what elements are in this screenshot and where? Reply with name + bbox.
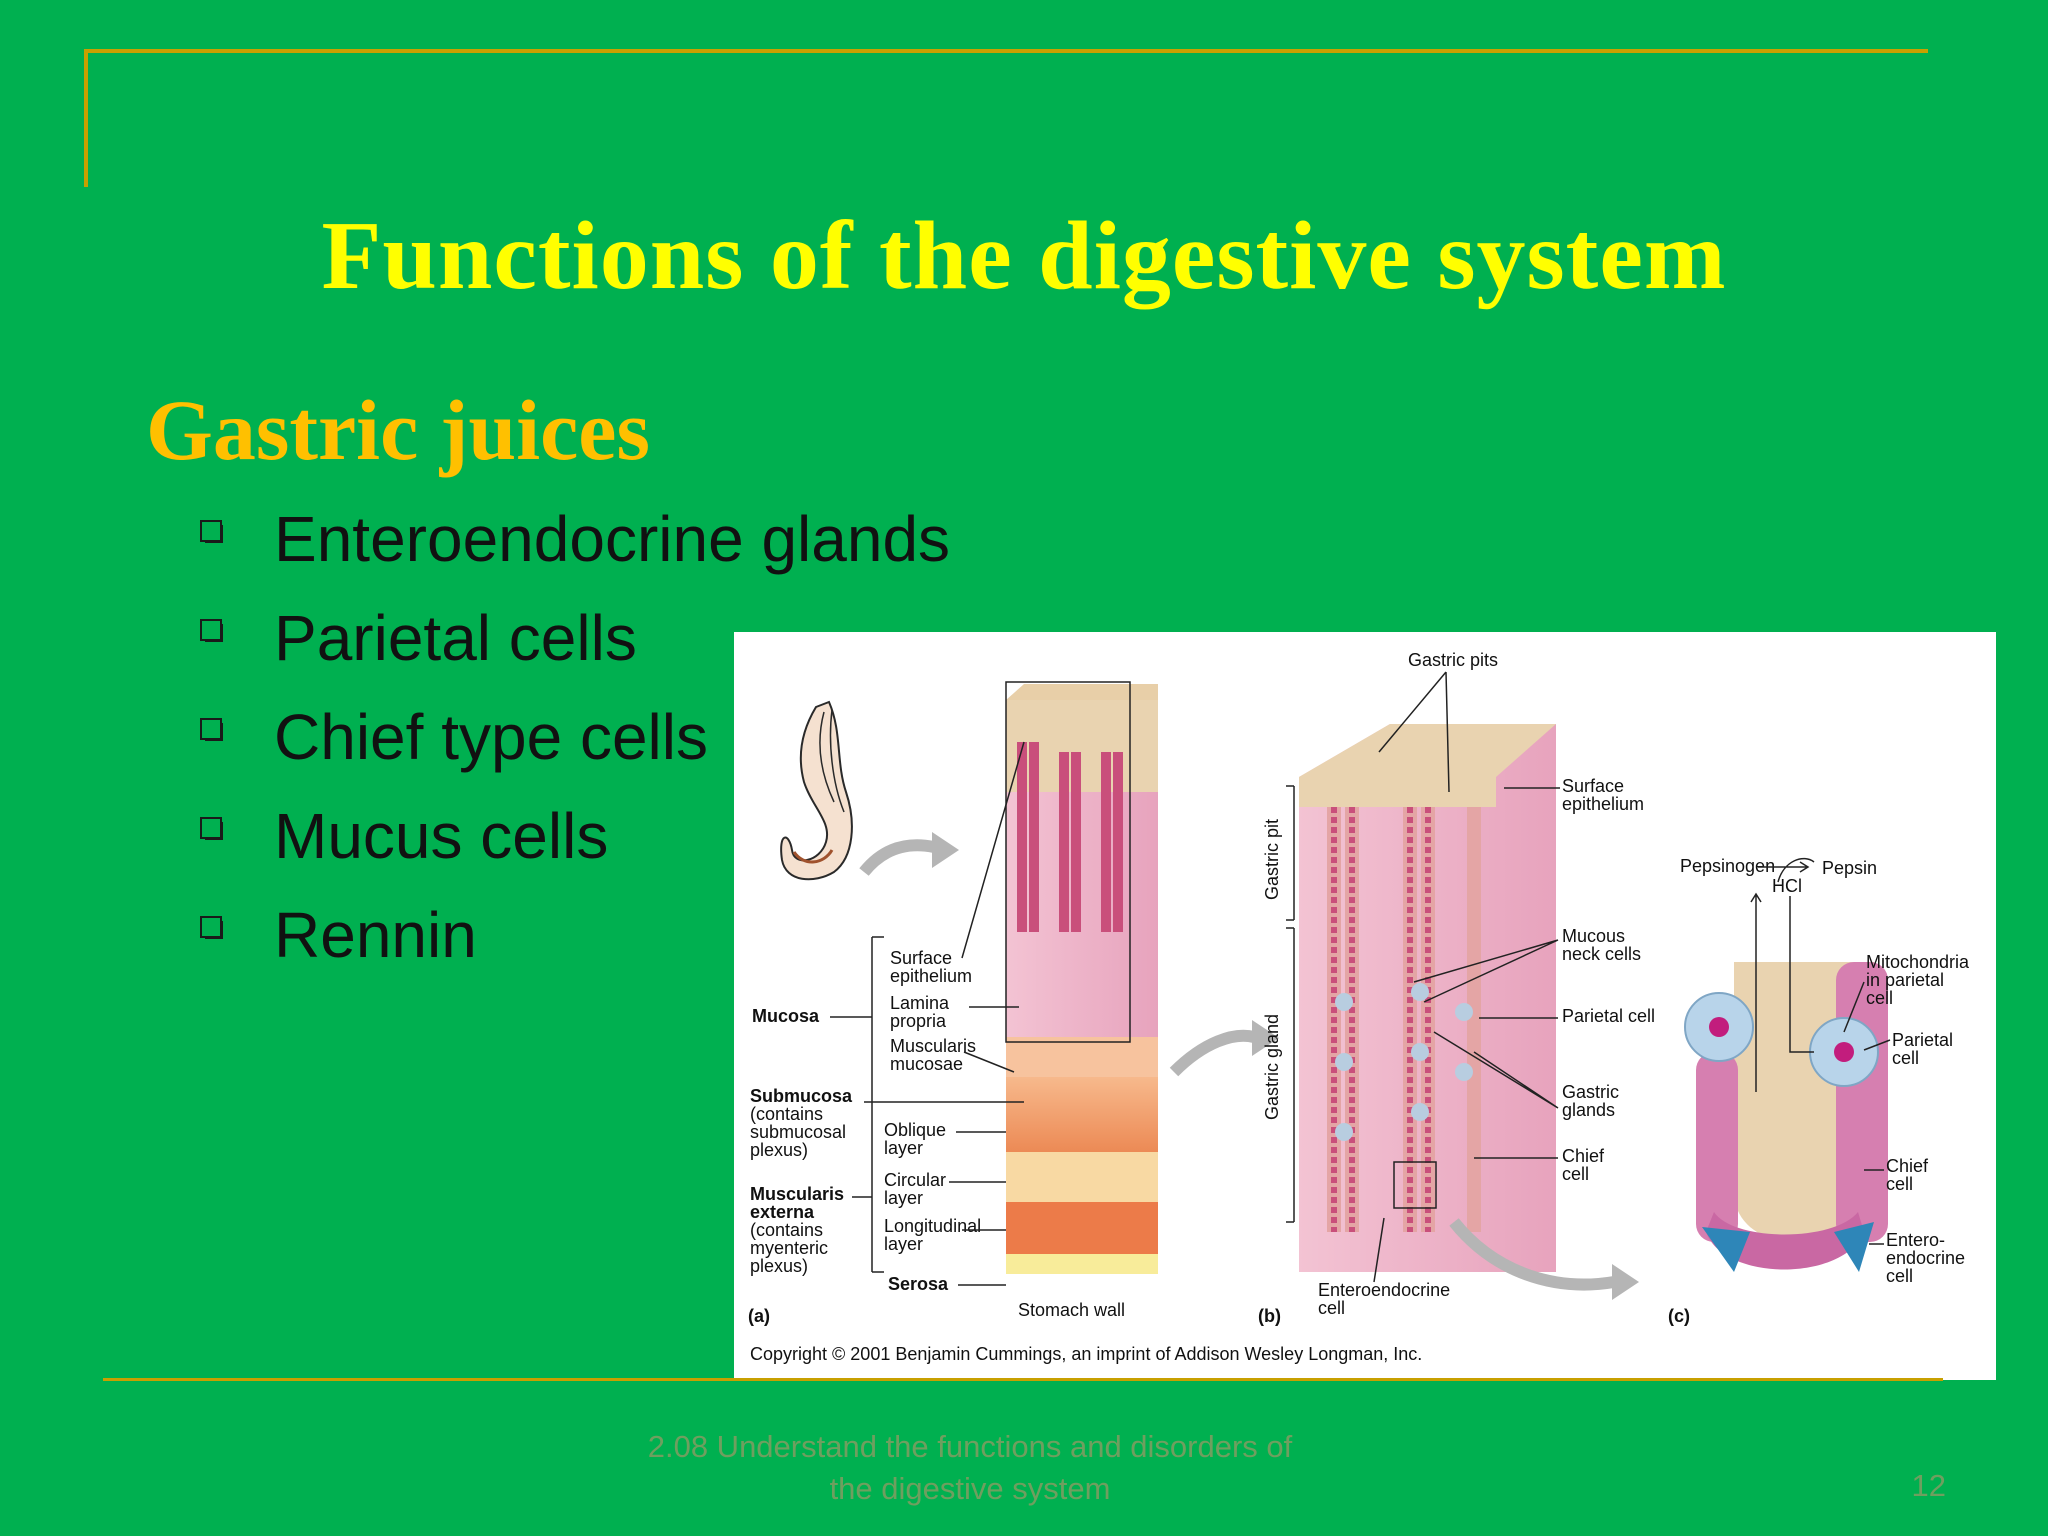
svg-text:Gastric: Gastric — [1562, 1082, 1619, 1102]
panel-a-leader-lines — [830, 741, 1025, 1286]
arrow-a-head — [932, 832, 959, 868]
svg-text:Stomach wall: Stomach wall — [1018, 1300, 1125, 1320]
svg-text:Mitochondria: Mitochondria — [1866, 952, 1970, 972]
svg-text:Gastric pits: Gastric pits — [1408, 650, 1498, 670]
svg-text:mucosae: mucosae — [890, 1054, 963, 1074]
footer-line-2: the digestive system — [829, 1471, 1111, 1506]
svg-text:Parietal: Parietal — [1892, 1030, 1953, 1050]
svg-text:Muscularis: Muscularis — [890, 1036, 976, 1056]
svg-text:Gastric gland: Gastric gland — [1262, 1014, 1282, 1120]
svg-text:endocrine: endocrine — [1886, 1248, 1965, 1268]
svg-text:submucosal: submucosal — [750, 1122, 846, 1142]
svg-text:Mucosa: Mucosa — [752, 1006, 820, 1026]
arrow-a — [859, 839, 936, 876]
svg-text:Chief: Chief — [1562, 1146, 1605, 1166]
svg-text:Mucous: Mucous — [1562, 926, 1625, 946]
svg-text:cell: cell — [1318, 1298, 1345, 1318]
svg-text:Submucosa: Submucosa — [750, 1086, 853, 1106]
panel-c-labels: Pepsinogen Pepsin HCl Mitochondria in pa… — [1668, 856, 1970, 1326]
slide-title: Functions of the digestive system — [321, 202, 1727, 310]
svg-text:(contains: (contains — [750, 1220, 823, 1240]
gland-closeup-panel-c — [1684, 962, 1888, 1272]
svg-text:cell: cell — [1886, 1266, 1913, 1286]
footer-line-1: 2.08 Understand the functions and disord… — [647, 1429, 1293, 1464]
arrow-c — [1449, 1218, 1615, 1291]
arrow-b-head — [1252, 1020, 1279, 1056]
svg-text:cell: cell — [1886, 1174, 1913, 1194]
frame-left-line — [84, 49, 88, 187]
svg-text:Oblique: Oblique — [884, 1120, 946, 1140]
svg-text:layer: layer — [884, 1138, 923, 1158]
svg-text:myenteric: myenteric — [750, 1238, 828, 1258]
svg-text:Surface: Surface — [890, 948, 952, 968]
bullet-item: Chief type cells — [200, 698, 950, 797]
svg-text:plexus): plexus) — [750, 1256, 808, 1276]
svg-text:Chief: Chief — [1886, 1156, 1929, 1176]
svg-text:plexus): plexus) — [750, 1140, 808, 1160]
frame-bottom-line — [103, 1378, 1943, 1381]
svg-text:epithelium: epithelium — [890, 966, 972, 986]
svg-text:(b): (b) — [1258, 1306, 1281, 1326]
bullet-list: Enteroendocrine glands Parietal cells Ch… — [200, 500, 950, 995]
checkbox-bullet-icon — [200, 619, 224, 643]
svg-text:Enteroendocrine: Enteroendocrine — [1318, 1280, 1450, 1300]
panel-c-leader-lines — [1750, 857, 1891, 1245]
figure-copyright: Copyright © 2001 Benjamin Cummings, an i… — [750, 1344, 1422, 1364]
svg-text:externa: externa — [750, 1202, 815, 1222]
frame-top-line — [84, 49, 1928, 53]
svg-text:Gastric pit: Gastric pit — [1262, 819, 1282, 900]
arrow-c-head — [1612, 1264, 1639, 1300]
gastric-gland-panel-b — [1299, 724, 1556, 1272]
bullet-item: Enteroendocrine glands — [200, 500, 950, 599]
svg-text:in parietal: in parietal — [1866, 970, 1944, 990]
svg-text:Pepsin: Pepsin — [1822, 858, 1877, 878]
checkbox-bullet-icon — [200, 916, 224, 940]
bullet-item: Mucus cells — [200, 797, 950, 896]
arrow-b — [1169, 1029, 1256, 1077]
svg-text:glands: glands — [1562, 1100, 1615, 1120]
svg-text:cell: cell — [1892, 1048, 1919, 1068]
svg-text:Entero-: Entero- — [1886, 1230, 1945, 1250]
page-number: 12 — [1911, 1468, 1946, 1503]
bullet-item: Parietal cells — [200, 599, 950, 698]
svg-text:layer: layer — [884, 1234, 923, 1254]
svg-text:Serosa: Serosa — [888, 1274, 949, 1294]
svg-text:HCl: HCl — [1772, 876, 1802, 896]
stomach-sketch — [780, 700, 853, 881]
svg-text:layer: layer — [884, 1188, 923, 1208]
stomach-wall-diagram: Surface epithelium Lamina propria Muscul… — [748, 650, 1970, 1364]
svg-text:neck cells: neck cells — [1562, 944, 1641, 964]
svg-text:cell: cell — [1866, 988, 1893, 1008]
bullet-item: Rennin — [200, 896, 950, 995]
svg-text:Longitudinal: Longitudinal — [884, 1216, 981, 1236]
svg-text:Pepsinogen: Pepsinogen — [1680, 856, 1775, 876]
slide-subtitle: Gastric juices — [146, 382, 650, 478]
svg-text:epithelium: epithelium — [1562, 794, 1644, 814]
svg-text:Surface: Surface — [1562, 776, 1624, 796]
panel-b-leader-lines — [1286, 671, 1560, 1283]
checkbox-bullet-icon — [200, 718, 224, 742]
svg-text:Circular: Circular — [884, 1170, 946, 1190]
checkbox-bullet-icon — [200, 520, 224, 544]
svg-text:Lamina: Lamina — [890, 993, 950, 1013]
svg-text:(a): (a) — [748, 1306, 770, 1326]
panel-a-labels: Surface epithelium Lamina propria Muscul… — [748, 948, 1125, 1326]
slide-footer: 2.08 Understand the functions and disord… — [560, 1426, 1380, 1510]
panel-b-labels: Gastric pits Surface epithelium Mucous n… — [1258, 650, 1655, 1326]
svg-text:propria: propria — [890, 1011, 947, 1031]
svg-text:Muscularis: Muscularis — [750, 1184, 844, 1204]
stomach-wall-figure: Surface epithelium Lamina propria Muscul… — [734, 632, 1996, 1380]
svg-text:cell: cell — [1562, 1164, 1589, 1184]
wall-block-a — [1005, 681, 1158, 1274]
svg-text:(c): (c) — [1668, 1306, 1690, 1326]
svg-text:Parietal cell: Parietal cell — [1562, 1006, 1655, 1026]
checkbox-bullet-icon — [200, 817, 224, 841]
svg-text:(contains: (contains — [750, 1104, 823, 1124]
